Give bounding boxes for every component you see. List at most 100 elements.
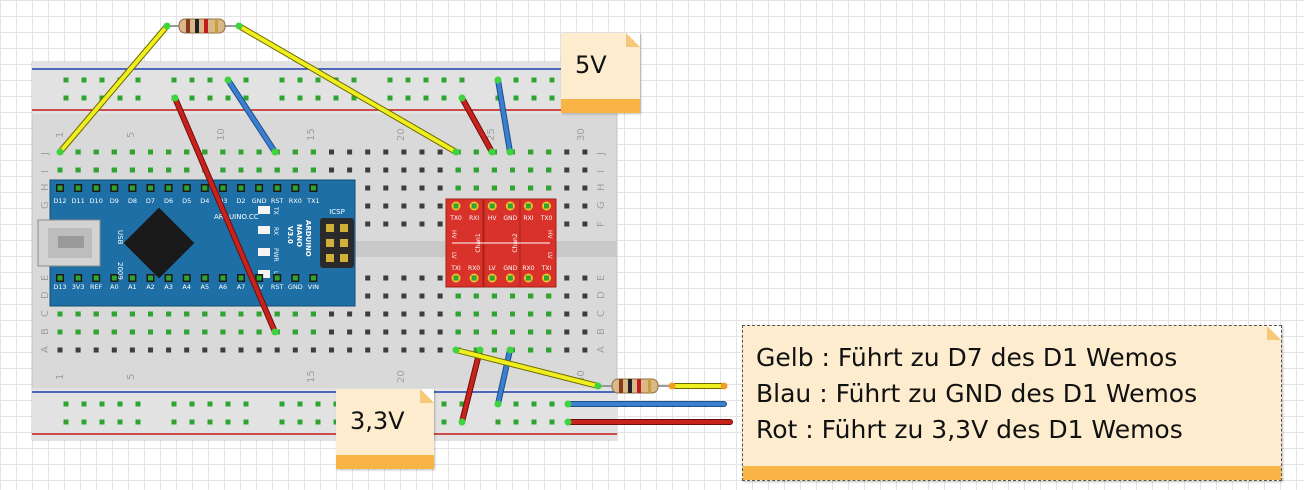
- row-letter: D: [596, 291, 607, 299]
- nano-pin-label: RST: [271, 283, 284, 291]
- usb-label: USB: [116, 230, 124, 245]
- note-5v: 5V: [561, 33, 640, 113]
- nano-pin-label: A4: [182, 283, 191, 291]
- row-letter: E: [40, 275, 51, 281]
- blue-wire: [496, 78, 512, 154]
- level-shifter-pin-label: GND: [503, 265, 517, 272]
- board-name-line: ARDUINO: [304, 220, 312, 257]
- nano-pin-label: A1: [128, 283, 137, 291]
- level-shifter-pin-label: RXI: [523, 215, 533, 222]
- column-number: 30: [576, 128, 587, 141]
- nano-pin-label: D10: [90, 197, 103, 205]
- row-letter: A: [596, 346, 607, 353]
- row-letter: E: [596, 275, 607, 281]
- microcontroller-chip: [123, 207, 195, 279]
- column-number: 30: [576, 370, 587, 383]
- row-letters: JJIIHHGGFFEEDDCCBBAA: [40, 152, 607, 353]
- icsp-label: ICSP: [329, 208, 345, 216]
- level-shifter-pin-label: TX0: [449, 215, 462, 222]
- nano-pin-label: GND: [288, 283, 303, 291]
- nano-pin-labels: D12D13D113V3D10REFD9A0D8A1D7A2D6A3D5A4D4…: [53, 197, 319, 291]
- row-letter: I: [40, 170, 51, 173]
- column-number: 20: [396, 370, 407, 383]
- column-number: 10: [216, 128, 227, 141]
- nano-pin-label: RX0: [289, 197, 302, 205]
- status-leds: TX RX PWR L: [258, 206, 279, 278]
- yellow-wire: [58, 24, 169, 154]
- side-label: HV: [546, 230, 553, 240]
- row-letter: H: [596, 183, 607, 191]
- blue-wire: [226, 78, 277, 154]
- row-letter: F: [596, 221, 607, 227]
- row-letter: G: [40, 201, 51, 209]
- nano-pin-label: D5: [182, 197, 191, 205]
- level-shifter-pin-label: LV: [489, 265, 497, 272]
- red-wire: [173, 96, 277, 334]
- column-number: 5: [126, 374, 137, 380]
- nano-pin-label: A2: [146, 283, 155, 291]
- red-wire: [460, 348, 482, 424]
- row-letter: C: [596, 310, 607, 317]
- row-letter: B: [596, 328, 607, 335]
- brand-label: ARDUINO.CC: [214, 213, 259, 221]
- legend-note: Gelb : Führt zu D7 des D1 Wemos Blau : F…: [742, 325, 1282, 481]
- level-shifter-pin-label: TXI: [541, 265, 552, 272]
- resistor: [166, 18, 240, 34]
- nano-pin-label: 3V3: [72, 283, 85, 291]
- icsp-header: ICSP: [320, 208, 354, 268]
- wires: [56, 18, 733, 426]
- nano-pin-label: D12: [53, 197, 66, 205]
- board-name-line: V3.0: [286, 226, 294, 244]
- led-label: L: [272, 271, 279, 275]
- level-shifter-pin-label: RXI: [469, 215, 479, 222]
- level-shifter-pin-label: TXI: [450, 265, 461, 272]
- yellow-wire: [454, 348, 600, 388]
- row-letter: G: [596, 201, 607, 209]
- yellow-wire: [237, 24, 458, 154]
- nano-pin-label: A6: [219, 283, 228, 291]
- column-number: 20: [396, 128, 407, 141]
- nano-pin-label: A5: [201, 283, 210, 291]
- nano-pin-label: GND: [252, 197, 267, 205]
- led-label: RX: [272, 227, 279, 235]
- column-number: 5: [126, 132, 137, 138]
- column-numbers: 1 5 10 15 20 25 30 1 5 15 20 30: [55, 128, 587, 383]
- nano-pin-label: D7: [146, 197, 155, 205]
- column-number: 1: [55, 132, 66, 138]
- side-label: LV: [546, 252, 553, 260]
- note-5v-text: 5V: [575, 51, 607, 79]
- side-label: HV: [450, 230, 457, 240]
- column-number: 1: [55, 374, 66, 380]
- nano-pin-label: A7: [237, 283, 246, 291]
- nano-pin-label: A3: [164, 283, 173, 291]
- row-letter: J: [40, 152, 51, 156]
- nano-pin-label: 5V: [255, 283, 264, 291]
- note-3v3-text: 3,3V: [350, 407, 405, 435]
- legend-line-yellow: Gelb : Führt zu D7 des D1 Wemos: [756, 343, 1178, 372]
- level-shifter-pins: [451, 201, 551, 283]
- red-wire: [460, 96, 494, 154]
- wire-endpoints: [56, 22, 602, 426]
- nano-pin-label: D2: [236, 197, 245, 205]
- nano-pin-label: TX1: [306, 197, 320, 205]
- level-shifter-pin-label: RX0: [522, 265, 534, 272]
- led-label: PWR: [272, 248, 279, 262]
- resistor: [597, 378, 673, 394]
- row-letter: I: [596, 170, 607, 173]
- legend-line-blue: Blau : Führt zu GND des D1 Wemos: [756, 379, 1198, 408]
- row-letter: C: [40, 310, 51, 317]
- arduino-nano: USB 2009 ARDUINO.CC ARDUINO NANO V3.0 TX…: [37, 179, 356, 307]
- blue-wire: [496, 348, 512, 406]
- nano-pin-label: D8: [128, 197, 137, 205]
- row-letter: A: [40, 346, 51, 353]
- nano-pin-label: D4: [200, 197, 209, 205]
- side-label: LV: [450, 252, 457, 260]
- column-number: 15: [306, 370, 317, 383]
- level-shifter-pin-label: RX0: [468, 265, 480, 272]
- board-name-line: NANO: [295, 224, 303, 247]
- level-shifter-pin-label: TX0: [540, 215, 553, 222]
- channel-label: Chan1: [475, 233, 482, 252]
- legend-line-red: Rot : Führt zu 3,3V des D1 Wemos: [756, 415, 1183, 444]
